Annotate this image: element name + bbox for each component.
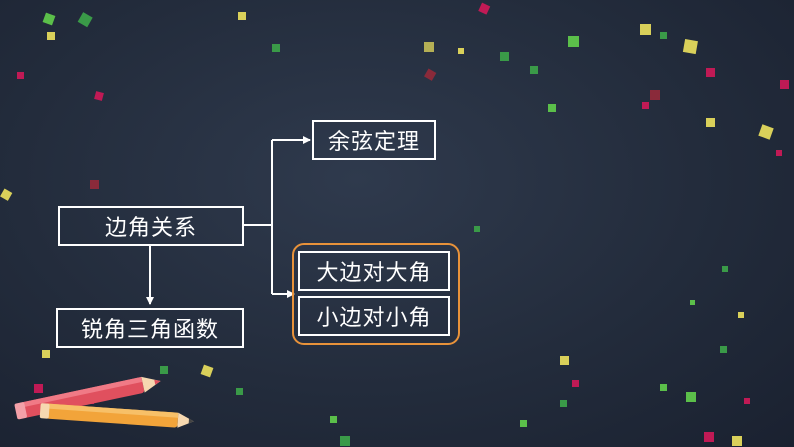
top-branch-node: 余弦定理 bbox=[312, 120, 436, 160]
group-node-2-label: 小边对小角 bbox=[316, 306, 432, 331]
down-branch-label: 锐角三角函数 bbox=[80, 318, 219, 343]
group-node-2: 小边对小角 bbox=[298, 296, 450, 336]
root-node-label: 边角关系 bbox=[104, 216, 197, 241]
group-node-1: 大边对大角 bbox=[298, 251, 450, 291]
root-node: 边角关系 bbox=[58, 206, 244, 246]
group-node-1-label: 大边对大角 bbox=[316, 261, 432, 286]
highlight-group-border bbox=[292, 243, 460, 345]
top-branch-label: 余弦定理 bbox=[327, 130, 420, 155]
down-branch-node: 锐角三角函数 bbox=[56, 308, 244, 348]
orange-pencil-icon bbox=[39, 403, 194, 428]
